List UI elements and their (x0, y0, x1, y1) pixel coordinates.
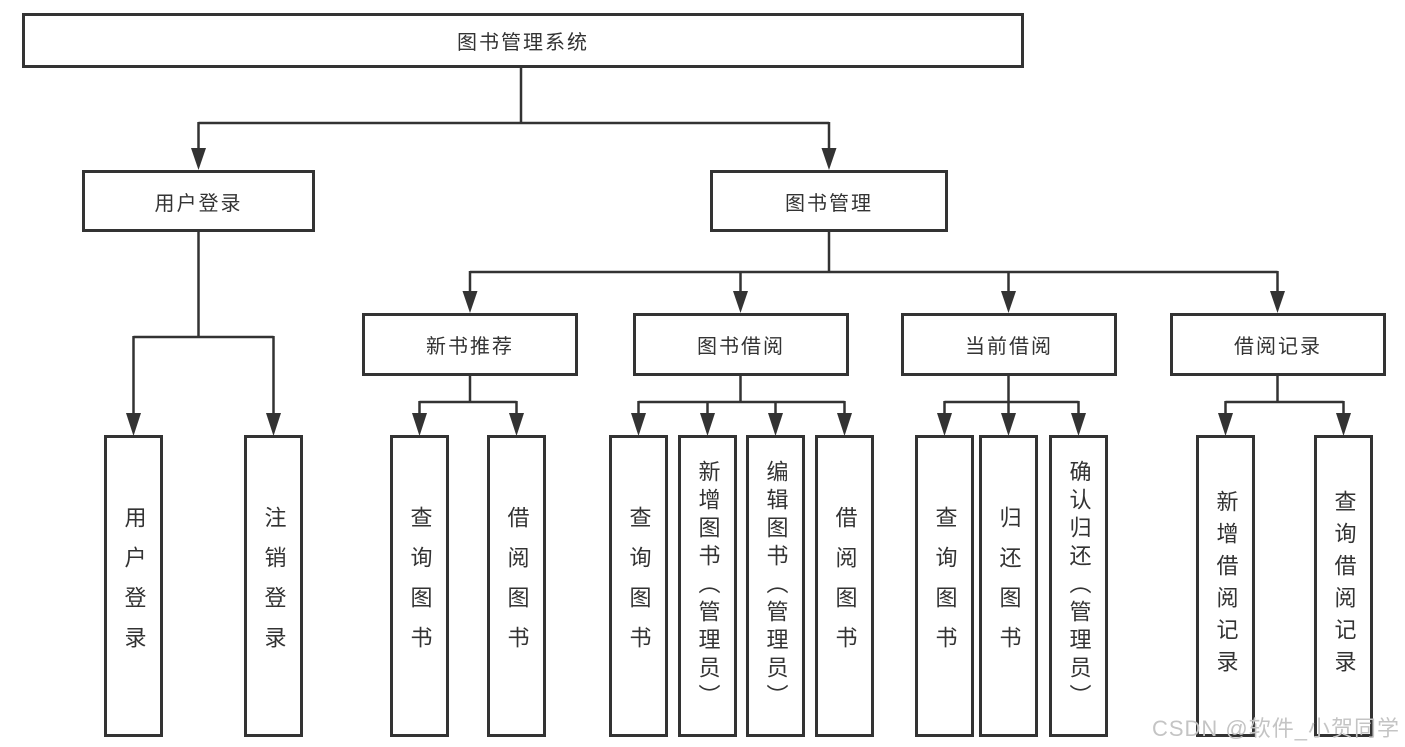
node-label: 新书推荐 (426, 336, 514, 358)
node-label: 借阅记录 (1234, 336, 1322, 358)
leaf-confirm-return-admin: 确认归还（管理员） (1049, 435, 1108, 737)
leaf-label: 查询图书 (626, 506, 652, 666)
leaf-query-books: 查询图书 (609, 435, 668, 737)
leaf-label: 借阅图书 (504, 506, 530, 666)
leaf-add-borrow-record: 新增借阅记录 (1196, 435, 1255, 737)
node-book-management: 图书管理 (710, 170, 948, 232)
leaf-label: 查询图书 (407, 506, 433, 666)
leaf-label: 查询图书 (932, 506, 958, 666)
node-library-management-system: 图书管理系统 (22, 13, 1024, 68)
csdn-watermark: CSDN @软件_小贺同学 (1151, 716, 1400, 741)
leaf-label: 注销登录 (261, 506, 287, 666)
leaf-borrow-books: 借阅图书 (815, 435, 874, 737)
node-label: 图书管理系统 (457, 32, 589, 54)
leaf-label: 归还图书 (996, 506, 1022, 666)
leaf-edit-books-admin: 编辑图书（管理员） (746, 435, 805, 737)
leaf-user-login: 用户登录 (104, 435, 163, 737)
leaf-query-books: 查询图书 (390, 435, 449, 737)
leaf-query-borrow-record: 查询借阅记录 (1314, 435, 1373, 737)
leaf-label: 查询借阅记录 (1331, 490, 1357, 682)
leaf-label: 新增图书（管理员） (695, 460, 721, 712)
leaf-label: 用户登录 (121, 506, 147, 666)
node-label: 用户登录 (154, 192, 243, 215)
leaf-label: 借阅图书 (832, 506, 858, 666)
node-user-login: 用户登录 (82, 170, 315, 232)
leaf-borrow-books: 借阅图书 (487, 435, 546, 737)
leaf-label: 编辑图书（管理员） (763, 460, 789, 712)
node-label: 当前借阅 (965, 336, 1053, 358)
leaf-add-books-admin: 新增图书（管理员） (678, 435, 737, 737)
leaf-return-books: 归还图书 (979, 435, 1038, 737)
leaf-logout: 注销登录 (244, 435, 303, 737)
leaf-label: 确认归还（管理员） (1066, 460, 1092, 712)
leaf-query-books: 查询图书 (915, 435, 974, 737)
node-new-book-recommendation: 新书推荐 (362, 313, 578, 376)
node-book-borrowing: 图书借阅 (633, 313, 849, 376)
leaf-label: 新增借阅记录 (1213, 490, 1239, 682)
node-label: 图书管理 (785, 192, 873, 215)
node-current-borrowing: 当前借阅 (901, 313, 1117, 376)
node-label: 图书借阅 (697, 336, 785, 358)
node-borrowing-records: 借阅记录 (1170, 313, 1386, 376)
